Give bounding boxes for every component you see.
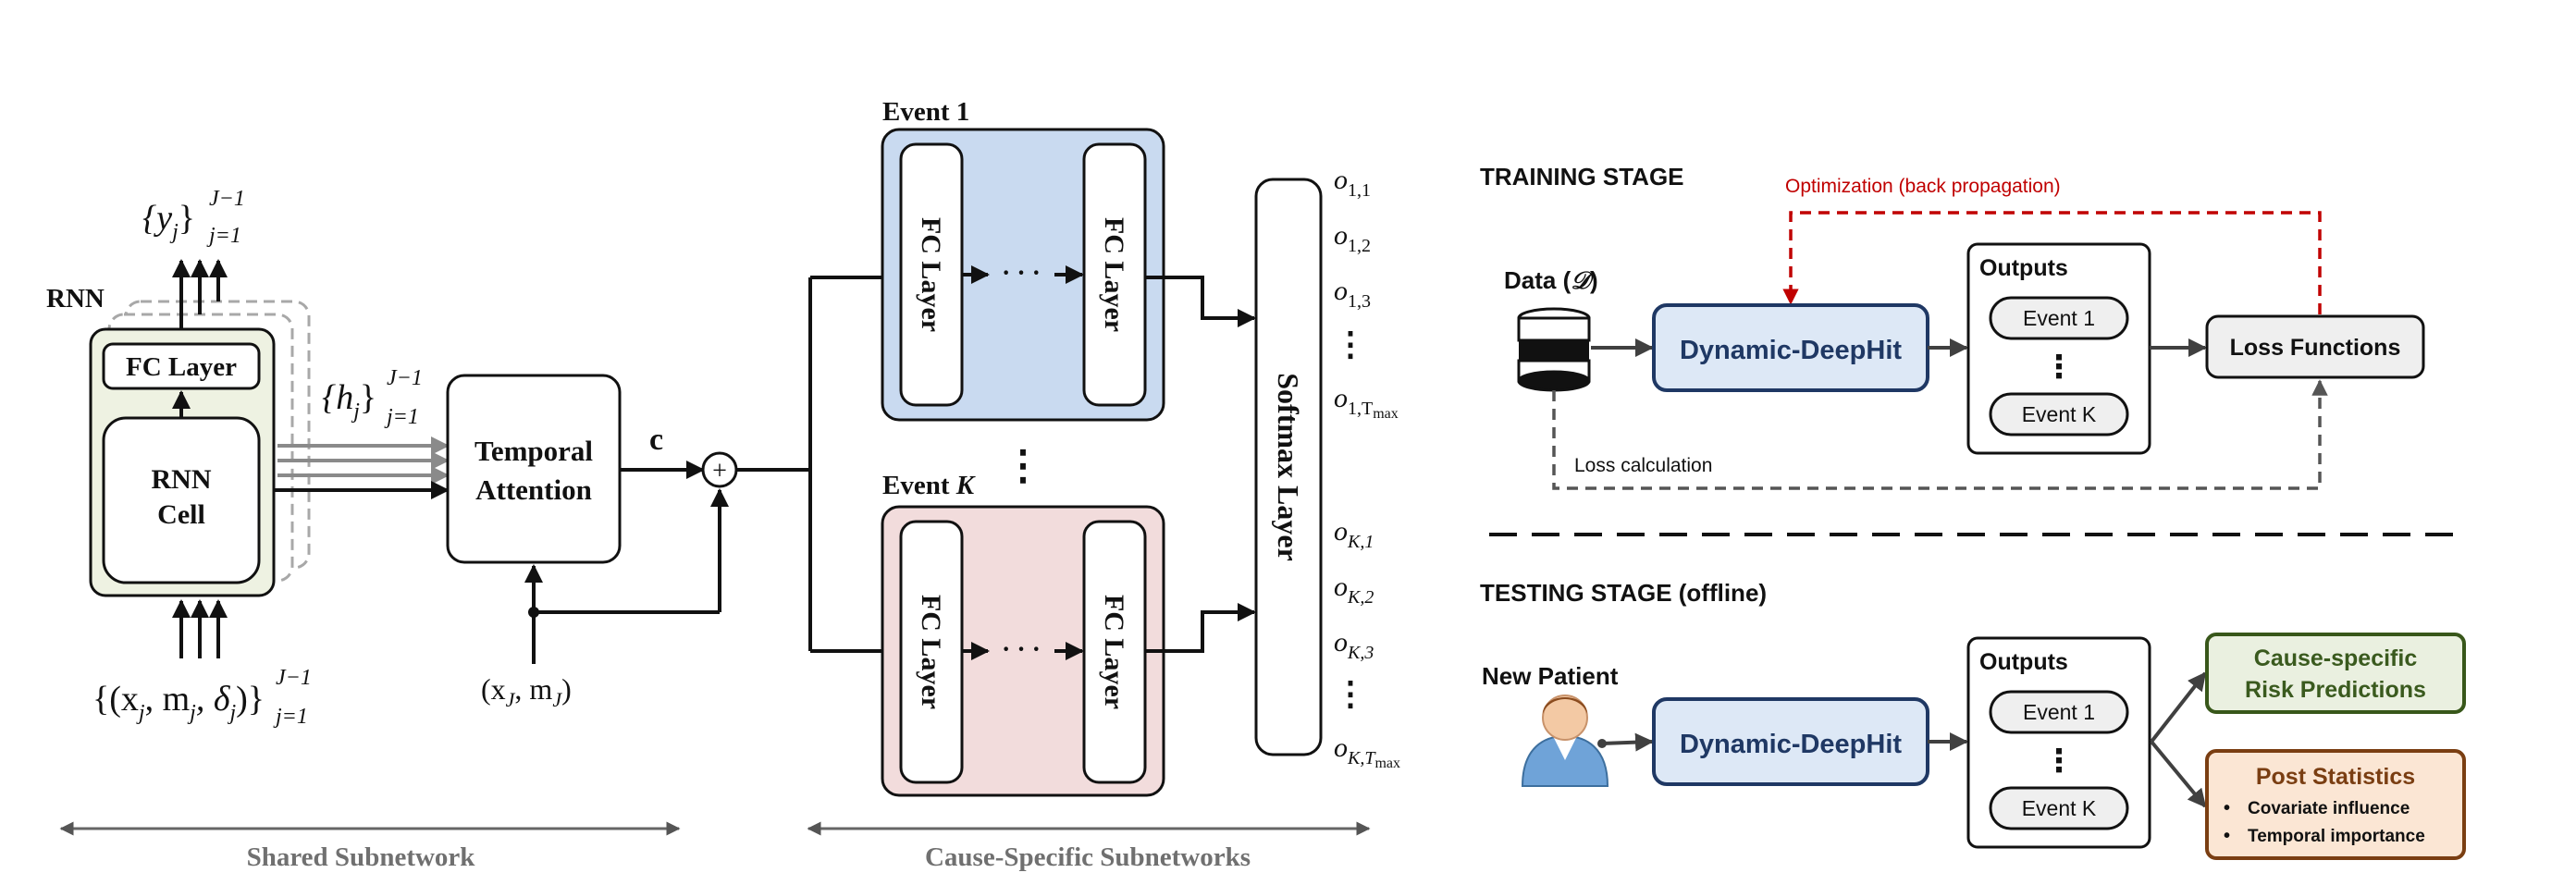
output-dots-1: ⋮ <box>1334 326 1367 363</box>
eventk-dots: · · · <box>1002 635 1041 664</box>
svg-text:J−1: J−1 <box>209 187 245 211</box>
svg-text:j=1: j=1 <box>384 405 419 429</box>
testing-eventk-pill <box>1989 786 2129 830</box>
xj-label: (xJ, mJ) <box>481 672 572 711</box>
context-label: c <box>649 423 663 457</box>
event1-fc-1-label: FC Layer <box>916 217 946 332</box>
testing-outputs-title: Outputs <box>1979 649 2068 675</box>
training-stage: TRAINING STAGE Optimization (back propag… <box>1480 163 2425 490</box>
fc-layer-label: FC Layer <box>126 352 237 382</box>
svg-text:{(xj, mj, δj)}: {(xj, mj, δj)} <box>92 680 265 725</box>
output-o-1-1: o1,1 <box>1334 165 1371 201</box>
training-outputs-dots: ⋮ <box>2043 350 2075 385</box>
output-o-k-3: oK,3 <box>1334 627 1374 663</box>
eventk-to-softmax <box>1145 603 1256 653</box>
risk-predictions-box <box>2205 633 2466 714</box>
softmax-layer <box>1254 178 1323 756</box>
outputs-to-risk-arrow <box>2150 671 2207 744</box>
testing-stage: TESTING STAGE (offline) New Patient Dyna… <box>1480 579 2466 860</box>
temporal-attention-label-2: Attention <box>475 473 592 506</box>
svg-text:{yj}: {yj} <box>142 199 195 244</box>
output-o-1-tmax: o1,Tmax <box>1334 383 1399 422</box>
loss-functions-box <box>2205 314 2425 379</box>
training-event1-pill <box>1989 296 2129 340</box>
testing-outputs-dots: ⋮ <box>2043 744 2075 779</box>
eventk-title: Event K <box>882 471 976 500</box>
risk-predictions-line1: Cause-specific <box>2254 645 2418 671</box>
y-set-label: {yj} J−1 j=1 <box>142 187 245 248</box>
svg-text:J−1: J−1 <box>387 366 423 390</box>
post-item-1: Covariate influence <box>2248 799 2410 818</box>
svg-text:J−1: J−1 <box>276 666 312 690</box>
softmax-label: Softmax Layer <box>1272 373 1305 561</box>
risk-predictions-line2: Risk Predictions <box>2245 677 2426 703</box>
output-o-k-1: oK,1 <box>1334 516 1374 552</box>
cause-specific-label: Cause-Specific Subnetworks <box>925 842 1251 872</box>
loss-calculation-label: Loss calculation <box>1574 455 1712 476</box>
post-statistics-box <box>2205 749 2466 860</box>
loss-functions-label: Loss Functions <box>2230 335 2401 361</box>
event1-fc-2 <box>1082 142 1147 407</box>
training-title: TRAINING STAGE <box>1480 163 1684 191</box>
input-set-label: {(xj, mj, δj)} J−1 j=1 <box>92 666 312 729</box>
rnn-cell-label-1: RNN <box>152 464 212 495</box>
output-dots-k: ⋮ <box>1334 675 1367 712</box>
plus-symbol: + <box>712 457 727 486</box>
new-patient-label: New Patient <box>1482 662 1619 690</box>
testing-eventk-label: Event K <box>2022 796 2097 820</box>
outputs-to-post-arrow <box>2150 740 2207 808</box>
post-item-2: Temporal importance <box>2248 827 2425 846</box>
h-set-label: {hj} J−1 j=1 <box>322 366 423 429</box>
eventk-fc-2-label: FC Layer <box>1099 595 1129 709</box>
rnn-cell-label-2: Cell <box>157 499 205 530</box>
svg-text:j=1: j=1 <box>273 705 308 729</box>
training-outputs-title: Outputs <box>1979 255 2068 281</box>
testing-event1-label: Event 1 <box>2023 700 2095 724</box>
optimization-label: Optimization (back propagation) <box>1785 176 2061 197</box>
temporal-attention-label-1: Temporal <box>475 435 593 467</box>
softmax-outputs: o1,1 o1,2 o1,3 ⋮ o1,Tmax oK,1 oK,2 oK,3 … <box>1334 165 1400 771</box>
training-eventk-pill <box>1989 392 2129 436</box>
shared-subnetwork-label: Shared Subnetwork <box>247 842 476 872</box>
patient-to-model-arrow <box>1601 732 1654 752</box>
output-o-k-2: oK,2 <box>1334 572 1374 608</box>
eventk-fc-1-label: FC Layer <box>916 595 946 709</box>
output-o-1-2: o1,2 <box>1334 220 1371 256</box>
event1-title: Event 1 <box>882 97 969 127</box>
loss-calculation-line <box>1552 379 2328 490</box>
patient-icon <box>1521 694 1609 787</box>
output-o-1-3: o1,3 <box>1334 276 1371 312</box>
events-vertical-dots: ⋮ <box>1003 443 1043 488</box>
database-icon <box>1517 307 1591 392</box>
shared-subnetwork: RNN FC Layer RNN Cell {yj} J−1 j=1 {(xj,… <box>46 187 738 872</box>
post-item-bullet-1: • <box>2224 798 2230 818</box>
training-model-label: Dynamic-DeepHit <box>1680 336 1902 365</box>
rnn-title: RNN <box>46 284 105 313</box>
post-item-bullet-2: • <box>2224 826 2230 846</box>
event1-fc-2-label: FC Layer <box>1099 217 1129 332</box>
testing-title: TESTING STAGE (offline) <box>1480 579 1767 607</box>
post-statistics-title: Post Statistics <box>2256 764 2415 790</box>
patient-arrow-start <box>1597 739 1607 748</box>
training-eventk-label: Event K <box>2022 402 2097 426</box>
svg-text:j=1: j=1 <box>206 224 241 248</box>
testing-model-label: Dynamic-DeepHit <box>1680 730 1902 759</box>
event1-dots: · · · <box>1002 259 1041 288</box>
data-label: Data (𝒟) <box>1504 266 1598 294</box>
output-o-k-tmax: oK,Tmax <box>1334 732 1400 771</box>
testing-event1-pill <box>1989 690 2129 734</box>
temporal-attention-box <box>446 374 622 564</box>
svg-text:{hj}: {hj} <box>322 378 376 424</box>
optimization-loop <box>1782 211 2322 314</box>
cause-specific-subnetworks: Event 1 FC Layer FC Layer · · · ⋮ Event … <box>736 97 1400 872</box>
event1-to-softmax <box>1145 276 1256 327</box>
fc-layer-box <box>102 342 261 390</box>
training-event1-label: Event 1 <box>2023 306 2095 330</box>
